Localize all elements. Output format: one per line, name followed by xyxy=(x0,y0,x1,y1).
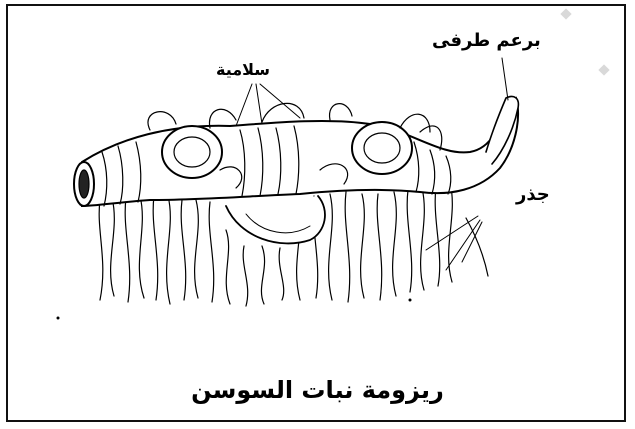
label-scale-leaf: سلامية xyxy=(216,60,270,79)
label-root: جذر xyxy=(516,184,550,205)
label-terminal-bud: برعم طرفى xyxy=(432,30,541,51)
figure-caption: ريزومة نبات السوسن xyxy=(0,376,635,404)
